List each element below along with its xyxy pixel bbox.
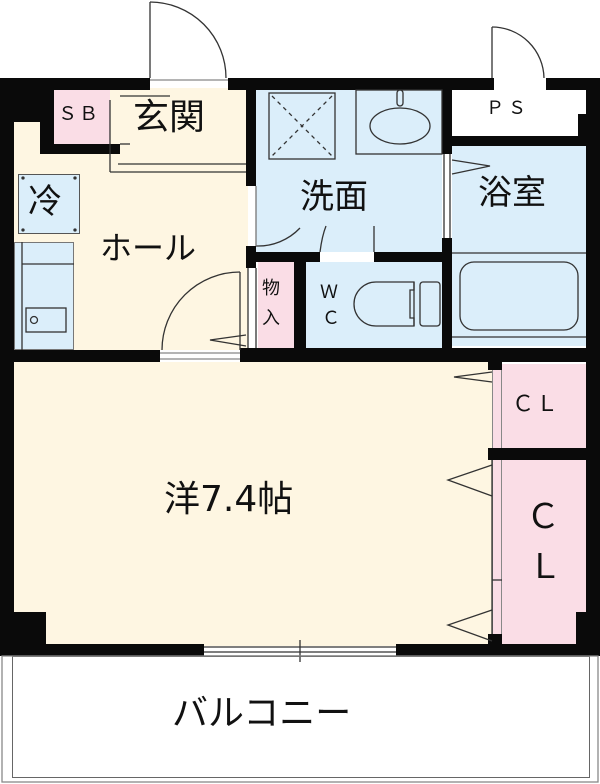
washroom-label: 洗面 [300,177,368,217]
wall-wash-bath-lower [442,238,452,350]
wall-ps-bottom [442,136,586,146]
wall-wash-bath [442,90,452,154]
wall-mid-left [0,350,160,362]
toilet-label-c: Ｃ [322,308,340,329]
wall-left [0,78,14,656]
wall-closet-post-bottom [488,634,502,646]
wall-closet-divider [488,448,600,460]
bathroom-floor [452,146,586,346]
wall-top-left [0,78,150,90]
wall-bottom-right [396,644,600,656]
closet-large-label-c: Ｃ [526,497,560,537]
bathroom-label: 浴室 [478,173,546,213]
storage-label-1: 物 [262,278,280,299]
wall-mid-right [240,348,600,362]
wall-hall-right-upper [246,90,256,186]
pipe-space [452,88,586,136]
balcony-label: バルコニー [172,693,352,734]
entrance-label: 玄関 [133,97,206,138]
wall-storage-wc [294,262,306,350]
fridge-space [18,174,80,234]
western-room-floor [12,362,494,646]
fridge-label: 冷 [28,182,62,222]
wall-sb-left [40,90,54,154]
wall-sb-bottom [40,144,120,154]
western-room-label: 洋7.4帖 [164,479,294,520]
column-bottom-right [576,612,588,646]
wall-wash-wc-left [246,252,320,262]
closet-large [502,460,586,644]
hall-label: ホール [100,229,197,267]
entrance-floor [110,88,248,168]
wall-top-mid [228,78,494,90]
storage-floor [258,262,294,348]
wall-closet-post-top [488,362,502,370]
wall-bottom-left [0,644,204,656]
wall-right [586,78,600,656]
balcony [12,656,590,778]
toilet-floor [306,262,442,348]
wall-ps-notch [578,114,586,138]
washroom-floor [256,88,442,252]
wall-wash-wc-right [374,252,444,262]
shoe-box [54,88,110,144]
closet-small [502,364,586,448]
storage-label-2: 入 [262,308,280,329]
toilet-label-w: Ｗ [320,282,338,303]
column-bottom-left [14,612,46,646]
shoe-box-label: ＳＢ [58,103,101,125]
closet-small-label: ＣＬ [512,392,561,417]
pipe-space-label: ＰＳ [486,98,530,119]
closet-large-label-l: Ｌ [528,547,562,587]
